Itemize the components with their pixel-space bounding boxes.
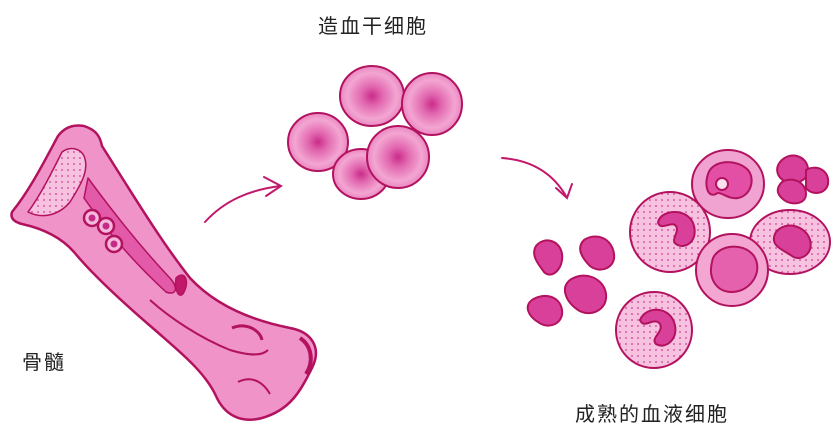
arrow-icon (502, 158, 572, 198)
bone-icon (11, 125, 315, 419)
mature-blood-cells-label: 成熟的血液细胞 (575, 398, 729, 427)
stem-cells-label: 造血干细胞 (318, 10, 428, 39)
stem-cell-icon (288, 66, 462, 199)
arrow-icon (205, 177, 281, 222)
bone-marrow-label: 骨髓 (22, 346, 66, 375)
